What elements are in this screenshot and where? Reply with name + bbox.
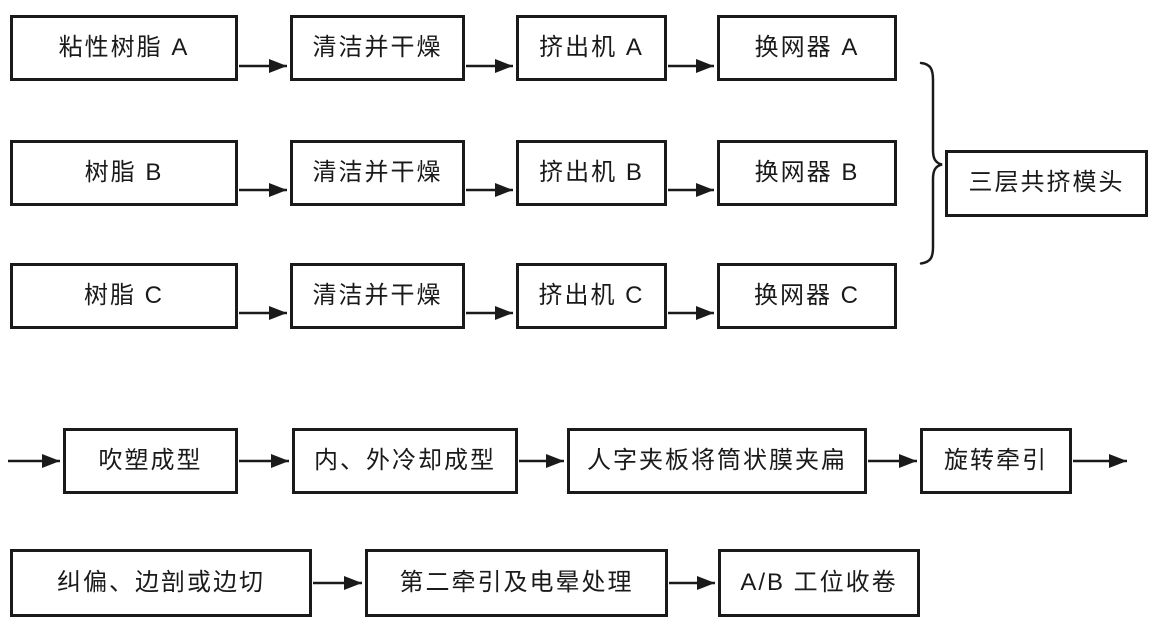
merge-brace	[919, 61, 943, 265]
node-screen-changer-c: 换网器 C	[717, 263, 897, 329]
node-resin-a: 粘性树脂 A	[10, 15, 238, 81]
node-resin-b: 树脂 B	[10, 140, 238, 206]
node-screen-changer-b: 换网器 B	[717, 140, 897, 206]
node-cooling: 内、外冷却成型	[292, 428, 518, 494]
node-extruder-c: 挤出机 C	[516, 263, 667, 329]
node-clean-dry-a: 清洁并干燥	[290, 15, 465, 81]
node-extruder-b: 挤出机 B	[516, 140, 667, 206]
node-ab-winding: A/B 工位收卷	[718, 549, 920, 617]
node-collapsing: 人字夹板将筒状膜夹扁	[567, 428, 867, 494]
node-die-head: 三层共挤模头	[945, 150, 1148, 217]
node-second-haul-corona: 第二牵引及电晕处理	[365, 549, 668, 617]
node-blow-molding: 吹塑成型	[63, 428, 238, 494]
node-clean-dry-c: 清洁并干燥	[290, 263, 465, 329]
node-extruder-a: 挤出机 A	[516, 15, 667, 81]
node-resin-c: 树脂 C	[10, 263, 238, 329]
node-screen-changer-a: 换网器 A	[717, 15, 897, 81]
node-edge-correction: 纠偏、边剖或边切	[10, 549, 312, 617]
node-clean-dry-b: 清洁并干燥	[290, 140, 465, 206]
node-rotary-haul: 旋转牵引	[920, 428, 1072, 494]
